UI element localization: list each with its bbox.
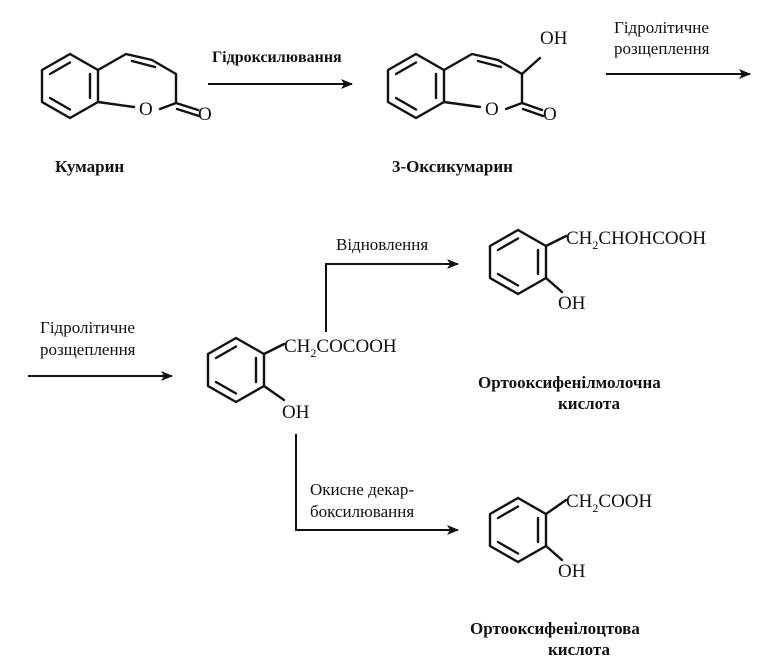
hydrolysis-step-1: Гідролітичне розщеплення — [606, 18, 751, 79]
coumarin-carbonyl — [158, 101, 201, 118]
hydroxycoumarin-pyrone-ring — [442, 52, 524, 109]
lactic-acid-side-chain: CH2CHOHCOOH — [566, 228, 706, 252]
lactic-acid-structure: CH2CHOHCOOH OH Ортооксифенілмолочна кисл… — [478, 228, 706, 413]
coumarin-ring-oxygen: O — [139, 99, 153, 120]
hydrolysis-2-label-line1: Гідролітичне — [40, 318, 135, 337]
lactic-acid-name-line2: кислота — [558, 394, 621, 413]
hydroxycoumarin-oh-bond — [520, 56, 542, 76]
keto-acid-oh-bond — [262, 384, 286, 402]
hydrolysis-1-label-line2: розщеплення — [614, 39, 710, 58]
coumarin-aromatic-bonds — [48, 61, 92, 111]
keto-acid-aromatic-bonds — [214, 345, 258, 395]
lactic-acid-oh-bond — [544, 276, 564, 294]
coumarin-carbonyl-oxygen: O — [198, 104, 212, 125]
hydroxycoumarin-aromatic-bonds — [394, 61, 438, 111]
branch-connectors: Відновлення Окисне декар- боксилювання — [295, 235, 459, 535]
lactic-acid-oh: OH — [558, 293, 586, 314]
hydrolysis-step-2: Гідролітичне розщеплення — [28, 318, 173, 381]
acetic-acid-name-line1: Ортооксифенілоцтова — [470, 619, 640, 638]
coumarin-structure: O O Кумарин — [40, 52, 212, 176]
keto-acid-structure: CH2COCOOH OH — [206, 336, 397, 423]
decarboxylation-arrow — [295, 434, 459, 535]
hydroxycoumarin-carbonyl-oxygen: O — [543, 104, 557, 125]
hydrolysis-1-label-line1: Гідролітичне — [614, 18, 709, 37]
acetic-acid-name-line2: кислота — [548, 640, 611, 659]
hydroxycoumarin-name: 3-Оксикумарин — [392, 157, 513, 176]
keto-acid-side-chain: CH2COCOOH — [284, 336, 397, 360]
decarboxylation-label-line1: Окисне декар- — [310, 480, 414, 499]
hydroxycoumarin-structure: O O OH 3-Оксикумарин — [386, 28, 568, 176]
lactic-acid-aromatic-bonds — [496, 237, 540, 287]
acetic-acid-structure: CH2COOH OH Ортооксифенілоцтова кислота — [470, 491, 653, 659]
coumarin-pyrone-ring — [96, 52, 178, 109]
acetic-acid-side-chain: CH2COOH — [566, 491, 653, 515]
lactic-acid-chain-bond — [544, 234, 568, 248]
reduction-arrow — [325, 259, 459, 332]
keto-acid-oh: OH — [282, 402, 310, 423]
keto-acid-chain-bond — [262, 342, 286, 356]
hydroxycoumarin-carbonyl — [504, 101, 545, 118]
decarboxylation-label-line2: боксилювання — [310, 502, 414, 521]
hydrolysis-2-label-line2: розщеплення — [40, 340, 136, 359]
reduction-label: Відновлення — [336, 235, 428, 254]
acetic-acid-aromatic-bonds — [496, 505, 540, 555]
hydroxycoumarin-oh: OH — [540, 28, 568, 49]
hydroxycoumarin-ring-oxygen: O — [485, 99, 499, 120]
acetic-acid-oh-bond — [544, 544, 564, 562]
hydroxylation-step: Гідроксилювання — [208, 49, 353, 89]
coumarin-name: Кумарин — [55, 157, 124, 176]
hydroxycoumarin-double-bond — [476, 59, 503, 69]
lactic-acid-name-line1: Ортооксифенілмолочна — [478, 373, 661, 392]
acetic-acid-chain-bond — [544, 498, 568, 516]
acetic-acid-oh: OH — [558, 561, 586, 582]
coumarin-double-bond — [130, 59, 157, 69]
hydroxylation-label: Гідроксилювання — [212, 49, 342, 66]
